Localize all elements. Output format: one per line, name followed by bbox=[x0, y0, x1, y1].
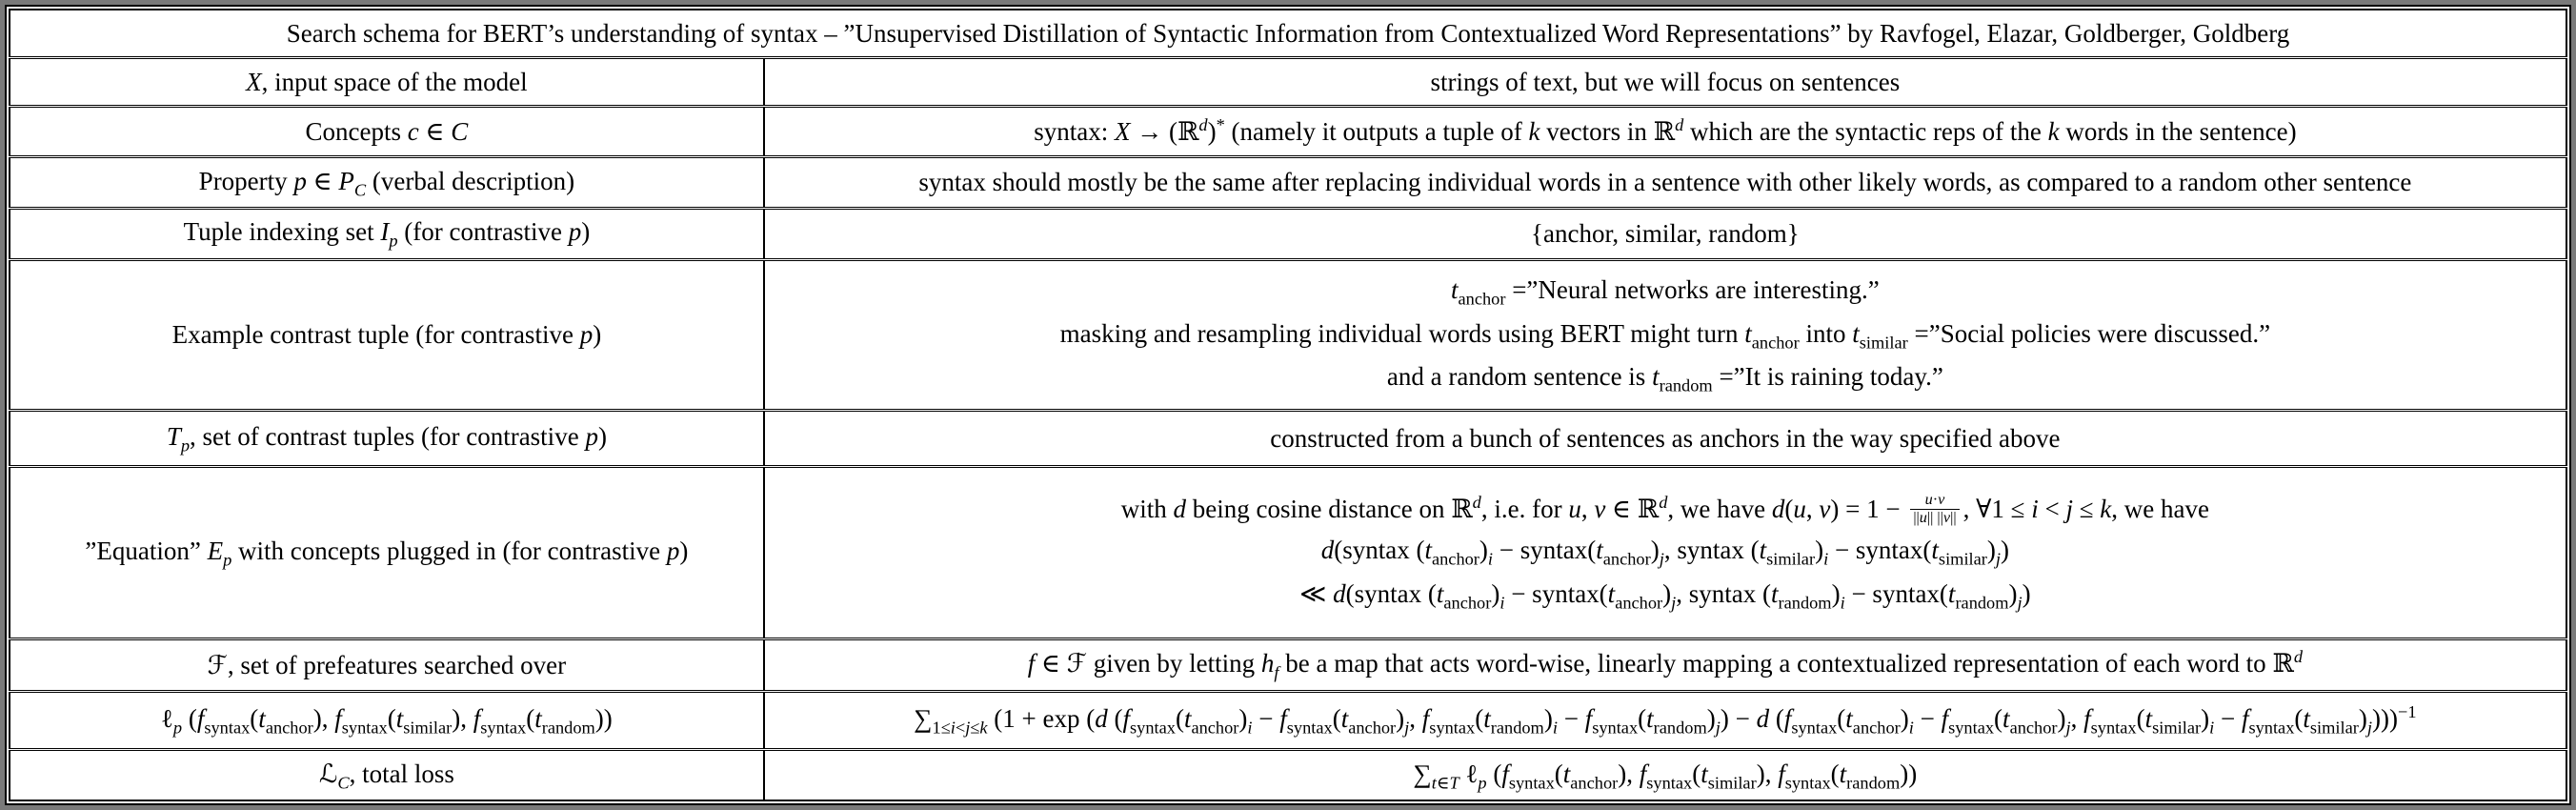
tuple-indexing-definition-cell: {anchor, similar, random} bbox=[762, 206, 2568, 261]
property-definition-cell: syntax should mostly be the same after r… bbox=[762, 155, 2568, 210]
table-title: Search schema for BERT’s understanding o… bbox=[9, 9, 2567, 59]
table-row-title: Search schema for BERT’s understanding o… bbox=[9, 9, 2567, 59]
total-loss-term-cell: ℒC, total loss bbox=[9, 748, 765, 802]
tuple-indexing-term-cell: Tuple indexing set Ip (for contrastive p… bbox=[9, 206, 765, 261]
loss-lp-term-cell: ℓp (fsyntax(tanchor), fsyntax(tsimilar),… bbox=[9, 690, 765, 751]
table-row-input-space: X, input space of the model strings of t… bbox=[9, 56, 2568, 108]
equation-term-cell: ”Equation” Ep with concepts plugged in (… bbox=[9, 465, 765, 640]
table-row-property: Property p ∈ PC (verbal description) syn… bbox=[9, 155, 2568, 210]
table-row-concepts: Concepts c ∈ C syntax: X → (ℝd)* (namely… bbox=[9, 105, 2568, 158]
table-row-example-contrast-tuple: Example contrast tuple (for contrastive … bbox=[9, 257, 2568, 412]
loss-lp-definition-cell: ∑1≤i<j≤k (1 + exp (d (fsyntax(tanchor)i … bbox=[762, 690, 2568, 751]
concepts-definition-cell: syntax: X → (ℝd)* (namely it outputs a t… bbox=[762, 105, 2568, 158]
table-row-loss-lp: ℓp (fsyntax(tanchor), fsyntax(tsimilar),… bbox=[9, 690, 2568, 751]
concepts-term-cell: Concepts c ∈ C bbox=[9, 105, 765, 158]
property-term-cell: Property p ∈ PC (verbal description) bbox=[9, 155, 765, 210]
table-row-prefeatures: ℱ, set of prefeatures searched over f ∈ … bbox=[9, 638, 2568, 693]
table-frame: Search schema for BERT’s understanding o… bbox=[5, 5, 2571, 805]
equation-definition-cell: with d being cosine distance on ℝd, i.e.… bbox=[762, 465, 2568, 640]
contrast-tuples-term-cell: Tp, set of contrast tuples (for contrast… bbox=[9, 409, 765, 468]
prefeatures-term-cell: ℱ, set of prefeatures searched over bbox=[9, 638, 765, 693]
search-schema-table: Search schema for BERT’s understanding o… bbox=[9, 9, 2568, 802]
table-row-equation: ”Equation” Ep with concepts plugged in (… bbox=[9, 465, 2568, 640]
prefeatures-definition-cell: f ∈ ℱ given by letting hf be a map that … bbox=[762, 638, 2568, 693]
contrast-tuples-definition-cell: constructed from a bunch of sentences as… bbox=[762, 409, 2568, 468]
table-row-total-loss: ℒC, total loss ∑t∈T ℓp (fsyntax(tanchor)… bbox=[9, 748, 2568, 802]
total-loss-definition-cell: ∑t∈T ℓp (fsyntax(tanchor), fsyntax(tsimi… bbox=[762, 748, 2568, 802]
input-space-term-cell: X, input space of the model bbox=[9, 56, 765, 108]
table-row-contrast-tuples-set: Tp, set of contrast tuples (for contrast… bbox=[9, 409, 2568, 468]
table-row-tuple-indexing-set: Tuple indexing set Ip (for contrastive p… bbox=[9, 206, 2568, 261]
input-space-definition-cell: strings of text, but we will focus on se… bbox=[762, 56, 2568, 108]
example-tuple-term-cell: Example contrast tuple (for contrastive … bbox=[9, 257, 765, 412]
example-tuple-definition-cell: tanchor =”Neural networks are interestin… bbox=[762, 257, 2568, 412]
